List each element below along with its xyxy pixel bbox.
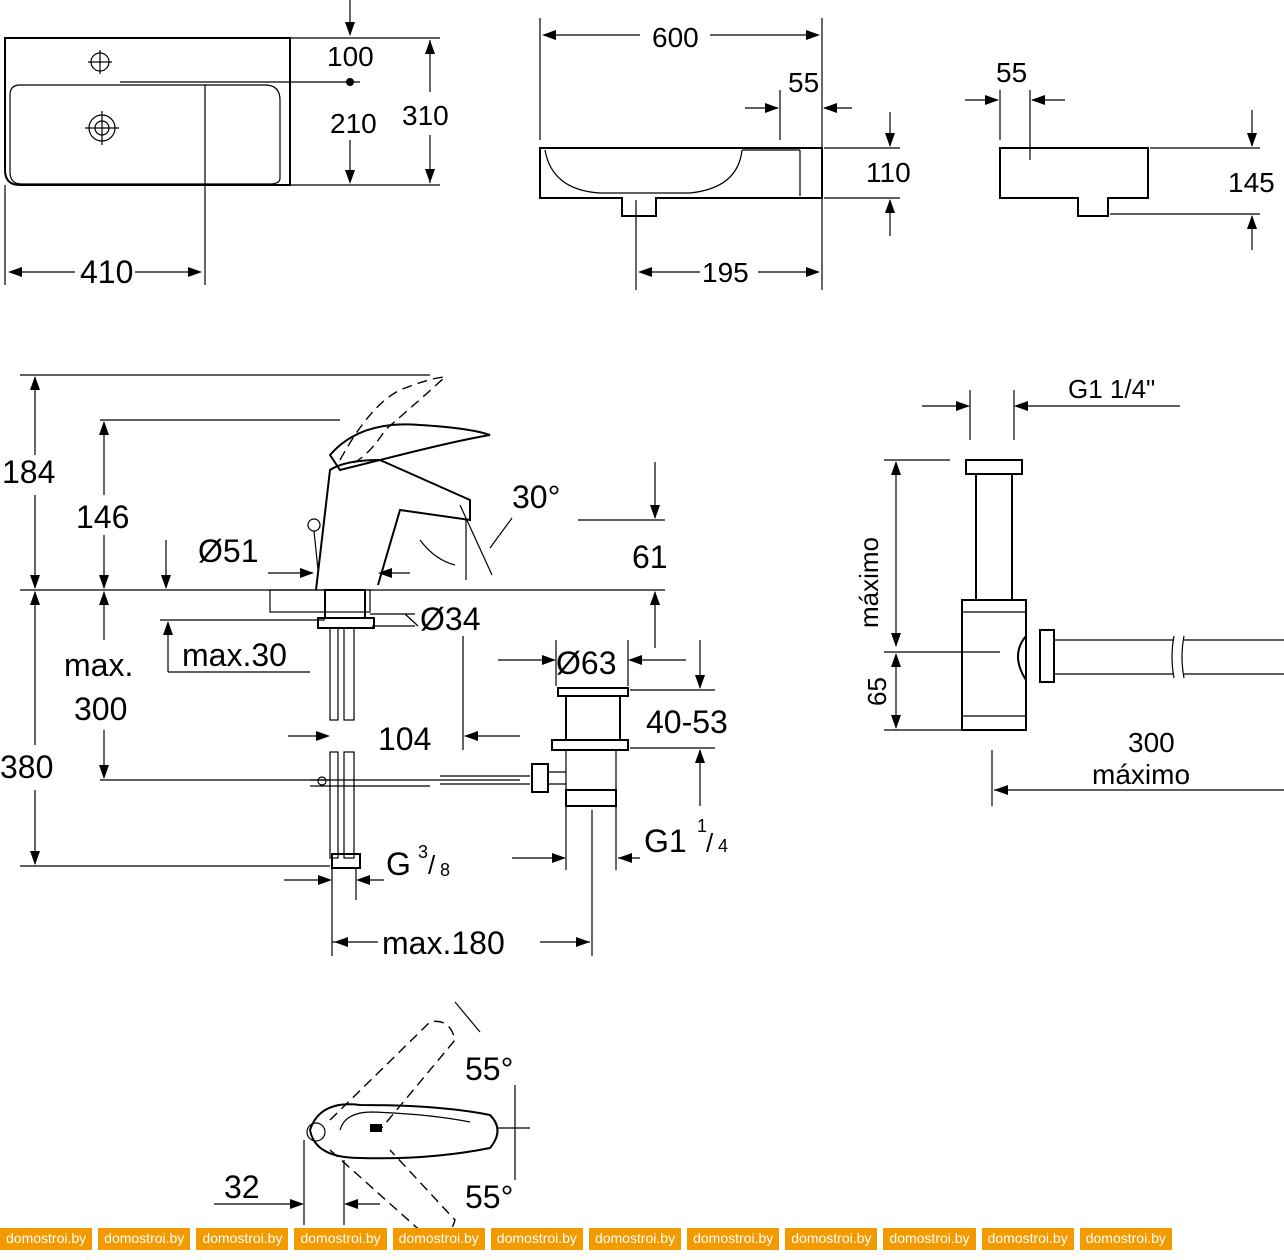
dim-146: 146: [76, 499, 129, 535]
dim-100: 100: [327, 41, 374, 72]
drain-assembly: Ø63 40-53 G1 1 / 4: [498, 640, 728, 870]
watermark-text: domostroi.by: [98, 1228, 191, 1250]
dim-61: 61: [632, 539, 668, 575]
watermark-text: domostroi.by: [981, 1228, 1074, 1250]
dim-g1-den: 4: [718, 836, 728, 856]
watermark-text: domostroi.by: [1079, 1228, 1172, 1250]
basin-side-view: 55 145: [965, 57, 1275, 250]
dim-184: 184: [2, 454, 55, 490]
dim-g1-label: G1: [644, 823, 687, 859]
watermark-text: domostroi.by: [392, 1228, 485, 1250]
dim-max-180: max.180: [382, 925, 505, 961]
siphon-assembly: G1 1/4" máximo 65 300 máximo: [854, 374, 1284, 806]
watermark-text: domostroi.by: [196, 1228, 289, 1250]
dim-max-label: max.: [64, 647, 133, 683]
dim-diameter-34: Ø34: [420, 601, 480, 637]
faucet-assembly: 184 380 146 max. 300 30° 61 Ø51: [0, 374, 668, 961]
dim-lever-32: 32: [224, 1169, 260, 1205]
dim-siphon-max-300: máximo: [1092, 759, 1190, 790]
watermark-strip: domostroi.by domostroi.by domostroi.by d…: [0, 1228, 1284, 1250]
dim-siphon-thread: G1 1/4": [1068, 374, 1155, 404]
dim-g-slash: /: [428, 850, 436, 880]
dim-g-label: G: [386, 846, 411, 882]
dim-310: 310: [402, 100, 449, 131]
basin-top-view: 410 100 210 310: [4, 0, 449, 290]
dim-145: 145: [1228, 167, 1275, 198]
dim-siphon-65: 65: [862, 677, 892, 706]
dim-55-side: 55: [996, 57, 1027, 88]
dim-380: 380: [0, 749, 53, 785]
basin-front-view: 600 55 195 110: [539, 18, 911, 290]
lever-top-view: 55° 55° 32: [214, 1001, 530, 1239]
dim-lever-55-down: 55°: [465, 1179, 513, 1215]
dim-siphon-max-label: máximo: [854, 537, 884, 628]
dim-siphon-300: 300: [1128, 727, 1175, 758]
watermark-text: domostroi.by: [0, 1228, 93, 1250]
dim-lever-55-up: 55°: [465, 1051, 513, 1087]
watermark-text: domostroi.by: [588, 1228, 682, 1250]
dim-600: 600: [652, 22, 699, 53]
dim-30-deg: 30°: [512, 479, 560, 515]
watermark-text: domostroi.by: [294, 1228, 387, 1250]
dim-diameter-63: Ø63: [556, 645, 616, 681]
dim-g-8: 8: [440, 860, 450, 880]
dim-40-53: 40-53: [646, 704, 728, 740]
watermark-text: domostroi.by: [490, 1228, 583, 1250]
dim-300: 300: [74, 691, 127, 727]
watermark-text: domostroi.by: [687, 1228, 780, 1250]
watermark-text: domostroi.by: [785, 1228, 878, 1250]
dim-diameter-51: Ø51: [198, 533, 258, 569]
dim-g1-slash: /: [706, 828, 714, 858]
dim-110: 110: [866, 157, 911, 188]
dim-210: 210: [330, 108, 377, 139]
dim-max-30: max.30: [182, 637, 287, 673]
dim-g1-num: 1: [697, 816, 707, 836]
watermark-text: domostroi.by: [883, 1228, 976, 1250]
dim-55-front: 55: [788, 67, 819, 98]
dim-195: 195: [702, 257, 749, 288]
dim-410: 410: [80, 254, 133, 290]
dim-g-3: 3: [418, 842, 428, 862]
dim-104: 104: [378, 721, 431, 757]
